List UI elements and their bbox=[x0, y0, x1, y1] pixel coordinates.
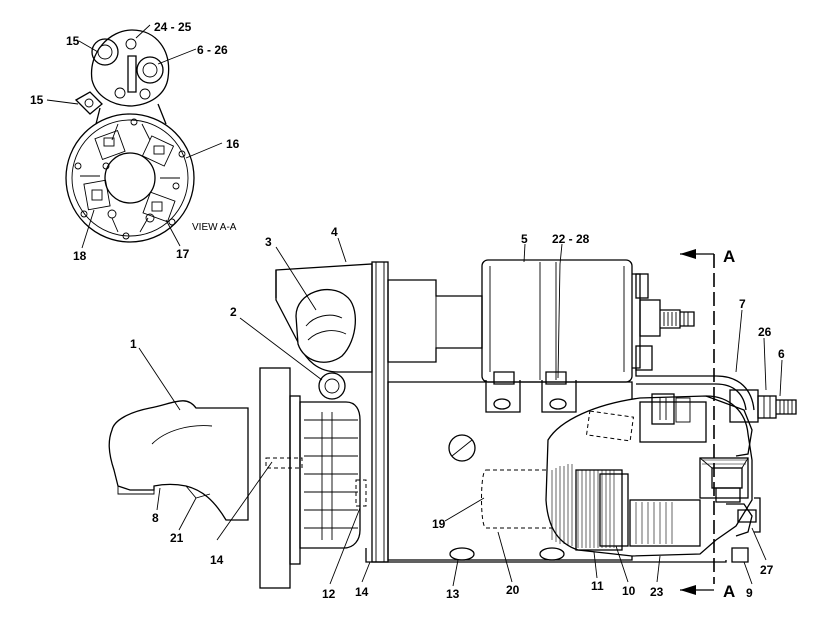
callout-6-26: 6 - 26 bbox=[197, 43, 228, 57]
callout-12: 12 bbox=[322, 587, 336, 601]
callout-18: 18 bbox=[73, 249, 87, 263]
section-line-a-a bbox=[680, 249, 715, 595]
callout-14-left: 14 bbox=[210, 553, 224, 567]
callout-15-top: 15 bbox=[66, 34, 80, 48]
callout-1: 1 bbox=[130, 337, 137, 351]
callout-5: 5 bbox=[521, 232, 528, 246]
callout-26: 26 bbox=[758, 325, 772, 339]
callout-20: 20 bbox=[506, 583, 520, 597]
cutaway-section bbox=[545, 389, 797, 563]
callout-22-28: 22 - 28 bbox=[552, 232, 590, 246]
starter-main-view bbox=[108, 259, 755, 589]
callout-19: 19 bbox=[432, 517, 446, 531]
callout-17: 17 bbox=[176, 247, 190, 261]
callout-labels: 15 24 - 25 6 - 26 15 16 VIEW A-A 18 17 3… bbox=[30, 20, 785, 601]
callout-3: 3 bbox=[265, 235, 272, 249]
section-marker-top: A bbox=[723, 247, 735, 266]
callout-9: 9 bbox=[746, 586, 753, 600]
section-marker-bottom: A bbox=[723, 582, 735, 601]
callout-6: 6 bbox=[778, 347, 785, 361]
callout-23: 23 bbox=[650, 585, 664, 599]
callout-16: 16 bbox=[226, 137, 240, 151]
callout-8: 8 bbox=[152, 511, 159, 525]
callout-4: 4 bbox=[331, 225, 338, 239]
callout-2: 2 bbox=[230, 305, 237, 319]
callout-10: 10 bbox=[622, 584, 636, 598]
view-a-a-label: VIEW A-A bbox=[192, 222, 237, 233]
callout-27: 27 bbox=[760, 563, 774, 577]
leader-lines bbox=[46, 24, 783, 587]
callout-7: 7 bbox=[739, 297, 746, 311]
callout-11: 11 bbox=[591, 579, 604, 593]
callout-15-side: 15 bbox=[30, 93, 44, 107]
callout-14-bottom: 14 bbox=[355, 585, 369, 599]
view-a-a-inset bbox=[65, 29, 195, 243]
callout-13: 13 bbox=[446, 587, 460, 601]
callout-21: 21 bbox=[170, 531, 184, 545]
callout-24-25: 24 - 25 bbox=[154, 20, 192, 34]
